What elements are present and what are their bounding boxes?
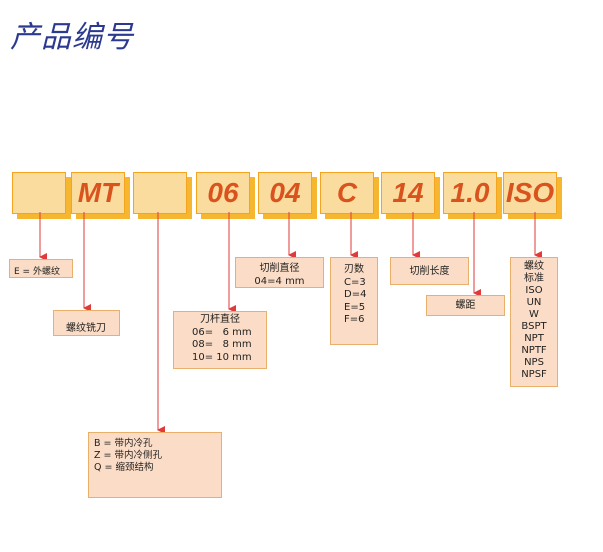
code-box-standard: ISO: [503, 172, 557, 214]
desc-thread-standard: 螺纹 标准 ISO UN W BSPT NPT NPTF NPS NPSF: [510, 257, 558, 387]
desc-pitch: 螺距: [426, 295, 505, 316]
code-box-pitch: 1.0: [443, 172, 497, 214]
code-box-shank-diameter: 06: [196, 172, 250, 214]
page-title: 产品编号: [10, 20, 134, 55]
code-box-coolant: [133, 172, 187, 214]
code-box-flutes: C: [320, 172, 374, 214]
code-box-cutting-diameter: 04: [258, 172, 312, 214]
desc-cutting-diameter: 切削直径 04=4 mm: [235, 257, 324, 288]
desc-shank-diameter: 刀杆直径 06= 6 mm 08= 8 mm 10= 10 mm: [173, 311, 267, 369]
desc-thread-mill: 螺纹铣刀: [53, 310, 120, 336]
desc-external-thread: E = 外螺纹: [9, 259, 73, 278]
desc-cutting-length: 切削长度: [390, 257, 469, 285]
desc-coolant: B = 带内冷孔 Z = 带内冷侧孔 Q = 缩颈结构: [88, 432, 222, 498]
code-box-cutting-length: 14: [381, 172, 435, 214]
code-box-thread-type: [12, 172, 66, 214]
desc-flutes: 刃数 C=3 D=4 E=5 F=6: [330, 257, 378, 345]
code-box-tool-type: MT: [71, 172, 125, 214]
